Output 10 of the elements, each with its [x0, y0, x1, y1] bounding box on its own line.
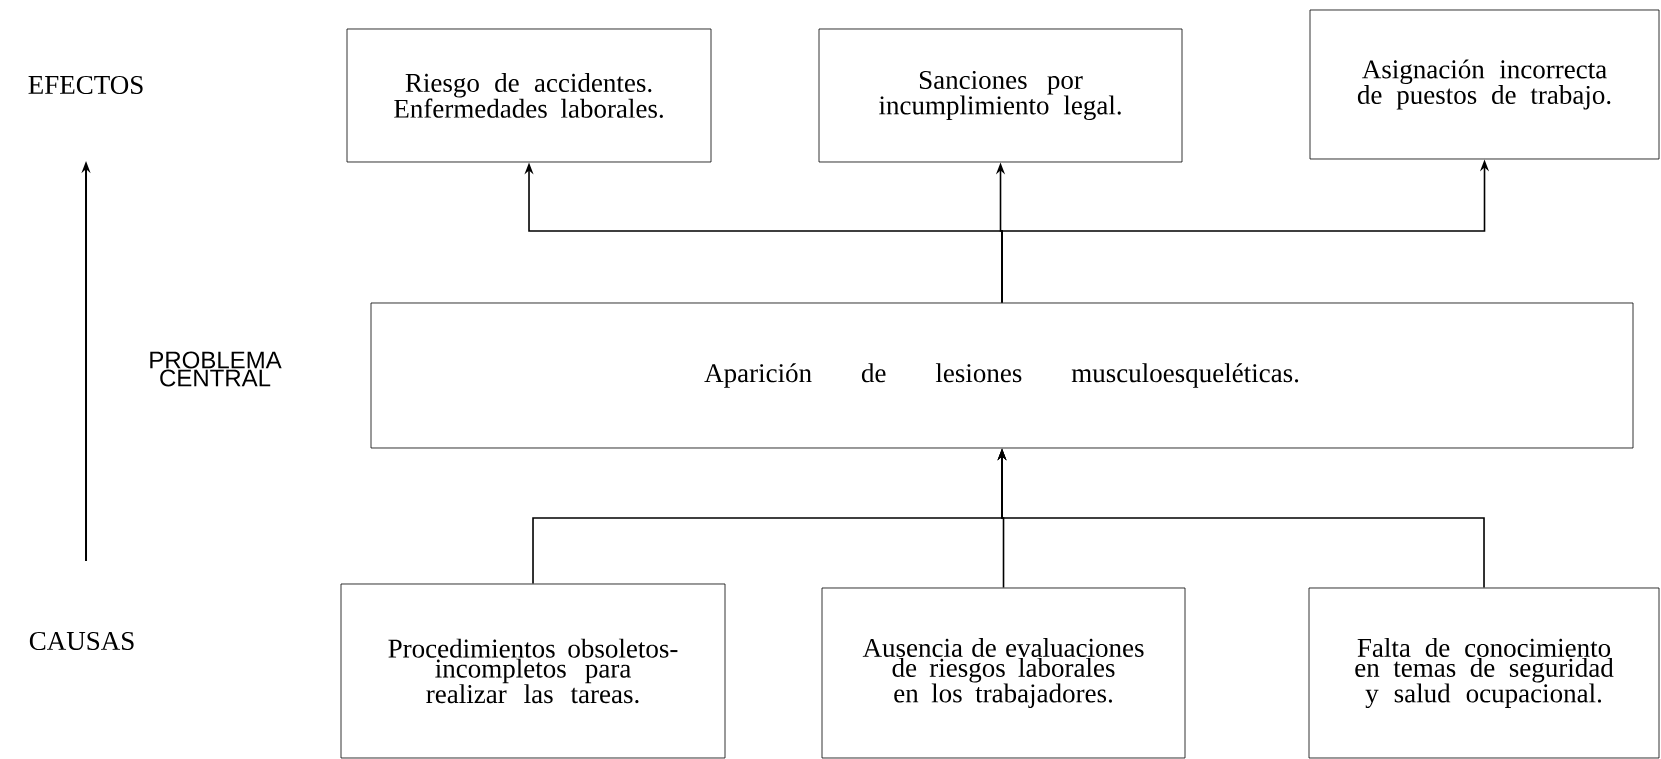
effect-box: Riesgo de accidentes. Enfermedades laborales.	[346, 28, 712, 163]
cause-box: Falta de conocimiento en temas de seguridad y salud ocupacional.	[1308, 587, 1660, 759]
effect-box: Sanciones por incumplimiento legal.	[818, 28, 1183, 163]
cause-box: Ausencia de evaluaciones de riesgos laborales en los trabajadores.	[821, 587, 1186, 759]
section-label: CAUSAS	[29, 631, 134, 651]
section-label: EFECTOS	[28, 75, 143, 95]
effect-box: Asignación incorrecta de puestos de trabajo.	[1309, 9, 1660, 160]
cause-box: Procedimientos obsoletos-incompletos para realizar las tareas.	[340, 583, 726, 759]
section-label: PROBLEMA CENTRAL	[150, 351, 282, 387]
problem-box: Aparición de lesiones musculoesqueléticas.	[370, 302, 1634, 449]
